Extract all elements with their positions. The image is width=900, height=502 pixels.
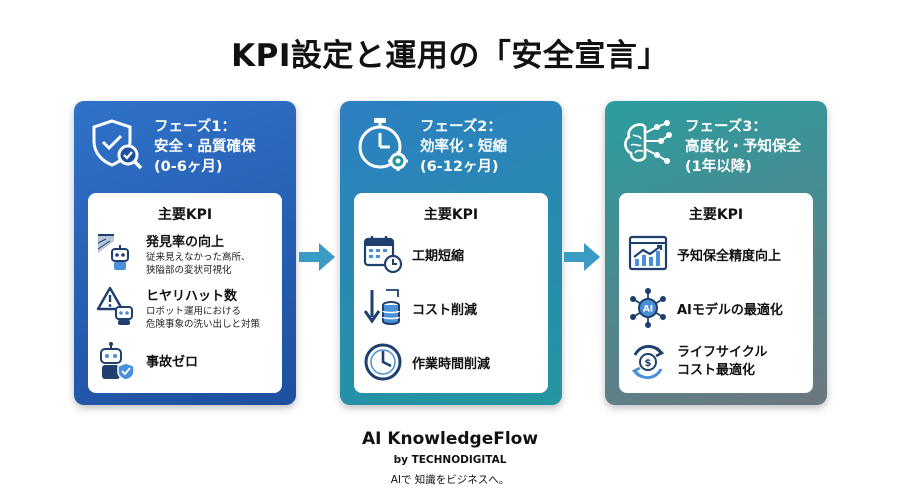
phase-1-name: フェーズ1： [154,119,236,135]
kpi-label: ヒヤリハット数 [146,289,238,304]
kpi-desc-line: 狭隘部の変状可視化 [146,265,232,276]
phase-3-kpi-panel: 主要KPI 予知保全精度向上 [619,193,813,393]
clock-icon [364,343,402,381]
chart-up-icon [628,235,668,271]
kpi-label: 事故ゼロ [146,355,199,370]
phase-2-heading: フェーズ2： 効率化・短縮 (6-12ヶ月) [420,117,558,177]
kpi-label: 予知保全精度向上 [677,249,782,264]
robot-shield-icon [100,342,135,381]
phase-1-kpi-panel: 主要KPI 発見率の向上 従来見えなかった高所、 狭隘部の変状可視化 [88,193,282,393]
kpi-label: AIモデルの最適化 [677,303,783,318]
arrow-right-icon [564,243,600,271]
kpi-label-line: コスト最適化 [677,363,756,378]
phase-2-goal: 効率化・短縮 [420,139,507,155]
phase-3-name: フェーズ3： [685,119,767,135]
phase-2-kpi-panel: 主要KPI 工期短縮 [354,193,548,393]
phase-2-card: フェーズ2： 効率化・短縮 (6-12ヶ月) 主要KPI 工期短縮 [340,101,562,405]
kpi-label-line: ライフサイクル [677,345,768,360]
arrow-right-icon [299,243,335,271]
brand-name: AI KnowledgeFlow [361,429,539,449]
kpi-title: 主要KPI [157,207,213,223]
kpi-title: 主要KPI [688,207,744,223]
kpi-description: 従来見えなかった高所、 狭隘部の変状可視化 [146,251,251,277]
svg-text:AI: AI [643,305,653,315]
brand-byline: by TECHNODIGITAL [393,454,507,466]
kpi-label: 作業時間削減 [412,357,491,372]
phase-3-goal: 高度化・予知保全 [685,139,801,155]
kpi-label: 工期短縮 [412,249,465,264]
phase-1-period: (0-6ヶ月) [154,159,223,175]
kpi-label: 発見率の向上 [146,235,225,250]
phase-2-name: フェーズ2： [420,119,502,135]
phase-1-heading: フェーズ1： 安全・品質確保 (0-6ヶ月) [154,117,292,177]
kpi-title: 主要KPI [423,207,479,223]
calendar-clock-icon [363,236,403,274]
stopwatch-gear-icon [358,118,408,171]
phase-3-card: フェーズ3： 高度化・予知保全 (1年以降) 主要KPI 予知保全精度向上 [605,101,827,405]
brand-tagline: AIで 知識をビジネスへ。 [390,474,510,486]
cost-down-icon [363,289,400,326]
phase-3-heading: フェーズ3： 高度化・予知保全 (1年以降) [685,117,823,177]
inspection-robot-icon [97,234,129,270]
kpi-label: ライフサイクル コスト最適化 [677,344,767,380]
lifecycle-cost-icon: $ [631,344,665,380]
svg-text:$: $ [645,358,652,369]
ai-network-icon: AI [630,288,666,328]
kpi-description: ロボット運用における 危険事象の洗い出しと対策 [146,305,260,331]
warning-robot-icon [96,286,133,325]
phase-1-goal: 安全・品質確保 [154,139,256,155]
shield-check-icon [92,119,143,170]
page-title: KPI設定と運用の「安全宣言」 [231,38,669,74]
phase-1-card: フェーズ1： 安全・品質確保 (0-6ヶ月) 主要KPI 発見率の向上 従来見え… [74,101,296,405]
ai-brain-icon [624,120,672,164]
kpi-desc-line: ロボット運用における [146,306,242,317]
phase-2-period: (6-12ヶ月) [420,159,499,175]
kpi-label: コスト削減 [412,303,478,318]
kpi-desc-line: 危険事象の洗い出しと対策 [146,319,261,330]
kpi-desc-line: 従来見えなかった高所、 [146,252,251,263]
phase-3-period: (1年以降) [685,159,752,175]
